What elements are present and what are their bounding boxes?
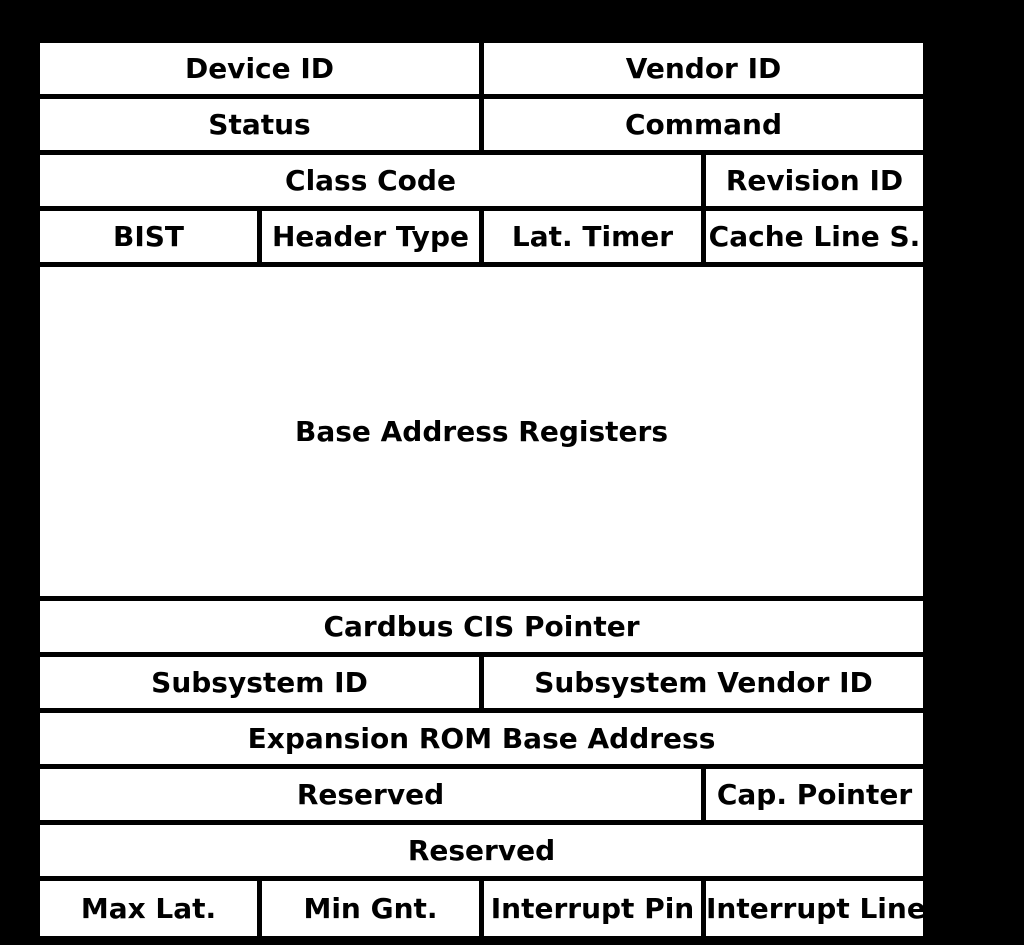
cell-device-id: Device ID bbox=[35, 38, 484, 99]
pci-config-space-table: Device ID Vendor ID Status Command Class… bbox=[35, 38, 928, 941]
cell-status: Status bbox=[35, 94, 484, 155]
cell-subsystem-id: Subsystem ID bbox=[35, 652, 484, 713]
table-row: Class Code Revision ID bbox=[35, 150, 928, 211]
cell-vendor-id: Vendor ID bbox=[479, 38, 928, 99]
cell-latency-timer: Lat. Timer bbox=[479, 206, 706, 267]
table-row: Reserved Cap. Pointer bbox=[35, 764, 928, 825]
cell-cardbus-cis-pointer: Cardbus CIS Pointer bbox=[35, 596, 928, 657]
table-row: BIST Header Type Lat. Timer Cache Line S… bbox=[35, 206, 928, 267]
cell-subsystem-vendor-id: Subsystem Vendor ID bbox=[479, 652, 928, 713]
table-row: Cardbus CIS Pointer bbox=[35, 596, 928, 657]
table-row: Device ID Vendor ID bbox=[35, 38, 928, 99]
cell-command: Command bbox=[479, 94, 928, 155]
cell-cache-line-size: Cache Line S. bbox=[701, 206, 928, 267]
cell-min-grant: Min Gnt. bbox=[257, 876, 484, 941]
cell-interrupt-line: Interrupt Line bbox=[701, 876, 928, 941]
cell-bist: BIST bbox=[35, 206, 262, 267]
cell-reserved-upper: Reserved bbox=[35, 764, 706, 825]
table-row: Max Lat. Min Gnt. Interrupt Pin Interrup… bbox=[35, 876, 928, 941]
cell-header-type: Header Type bbox=[257, 206, 484, 267]
table-row: Reserved bbox=[35, 820, 928, 881]
table-row: Subsystem ID Subsystem Vendor ID bbox=[35, 652, 928, 713]
cell-max-latency: Max Lat. bbox=[35, 876, 262, 941]
table-row: Expansion ROM Base Address bbox=[35, 708, 928, 769]
cell-base-address-registers: Base Address Registers bbox=[35, 262, 928, 601]
cell-revision-id: Revision ID bbox=[701, 150, 928, 211]
cell-capabilities-pointer: Cap. Pointer bbox=[701, 764, 928, 825]
table-row: Status Command bbox=[35, 94, 928, 155]
cell-reserved-full: Reserved bbox=[35, 820, 928, 881]
cell-class-code: Class Code bbox=[35, 150, 706, 211]
cell-expansion-rom-base-address: Expansion ROM Base Address bbox=[35, 708, 928, 769]
cell-interrupt-pin: Interrupt Pin bbox=[479, 876, 706, 941]
table-row: Base Address Registers bbox=[35, 262, 928, 601]
